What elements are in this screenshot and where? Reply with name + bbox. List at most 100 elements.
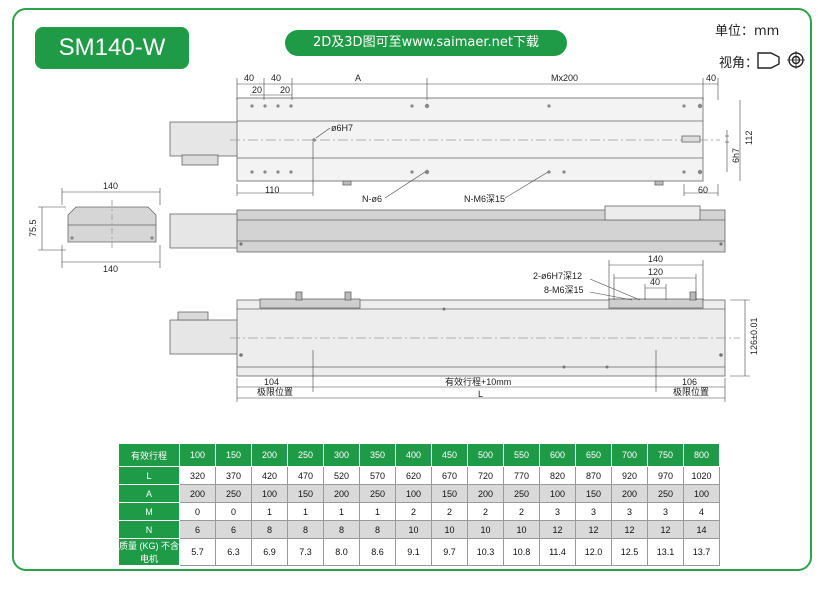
- table-cell: 12: [611, 520, 648, 539]
- table-cell: 6.3: [215, 538, 252, 566]
- table-cell: 3: [611, 502, 648, 521]
- dim-104: 104: [264, 377, 279, 387]
- dim-total-l: L: [478, 389, 483, 399]
- table-cell: 8: [251, 520, 288, 539]
- projection-symbol-icon: [757, 51, 805, 69]
- table-cell: 500: [467, 443, 504, 467]
- top-view-labels: 40 40 20 20 A Mx200 40 ø6H7 112 6h7 110 …: [244, 73, 754, 204]
- dim-slider-40: 40: [650, 277, 660, 287]
- stroke-label: 有效行程+10mm: [445, 376, 511, 387]
- table-cell: 6.9: [251, 538, 288, 566]
- table-cell: 1: [251, 502, 288, 521]
- table-cell: 920: [611, 466, 648, 485]
- table-row-header: L: [118, 466, 180, 485]
- table-cell: 350: [359, 443, 396, 467]
- table-cell: 100: [539, 484, 576, 503]
- table-cell: 200: [179, 484, 216, 503]
- table-row-header: M: [118, 502, 180, 521]
- dim-110: 110: [265, 185, 279, 195]
- table-cell: 970: [647, 466, 684, 485]
- download-banner[interactable]: 2D及3D图可至www.saimaer.net下载: [285, 30, 567, 56]
- dim-6h7: 6h7: [731, 148, 741, 163]
- table-cell: 12: [539, 520, 576, 539]
- dim-126: 126±0.01: [749, 318, 759, 355]
- page-frame: [12, 8, 812, 571]
- table-cell: 6: [179, 520, 216, 539]
- table-cell: 470: [287, 466, 324, 485]
- table-cell: 2: [503, 502, 540, 521]
- table-cell: 820: [539, 466, 576, 485]
- table-cell: 8: [359, 520, 396, 539]
- table-cell: 200: [251, 443, 288, 467]
- table-cell: 0: [179, 502, 216, 521]
- table-cell: 5.7: [179, 538, 216, 566]
- dim-112: 112: [744, 131, 754, 145]
- table-cell: 200: [467, 484, 504, 503]
- dim-20-second: 20: [280, 85, 290, 95]
- view-label-text: 视角：: [719, 56, 759, 71]
- table-cell: 320: [179, 466, 216, 485]
- table-cell: 9.1: [395, 538, 432, 566]
- table-cell: 9.7: [431, 538, 468, 566]
- table-cell: 870: [575, 466, 612, 485]
- table-cell: 150: [287, 484, 324, 503]
- table-cell: 10: [503, 520, 540, 539]
- table-cell: 250: [359, 484, 396, 503]
- table-cell: 250: [647, 484, 684, 503]
- n-thread-label: N-M6深15: [464, 194, 505, 204]
- table-cell: 12.0: [575, 538, 612, 566]
- table-cell: 400: [395, 443, 432, 467]
- table-cell: 770: [503, 466, 540, 485]
- table-cell: 100: [179, 443, 216, 467]
- table-cell: 3: [647, 502, 684, 521]
- dim-20-left: 20: [252, 85, 262, 95]
- dim-106: 106: [682, 377, 697, 387]
- front-view: [169, 205, 726, 253]
- table-cell: 8: [287, 520, 324, 539]
- table-cell: 0: [215, 502, 252, 521]
- table-cell: 8.0: [323, 538, 360, 566]
- table-cell: 6: [215, 520, 252, 539]
- dim-60: 60: [698, 185, 708, 195]
- pin-hole-label: ø6H7: [331, 123, 353, 133]
- table-cell: 10: [467, 520, 504, 539]
- table-cell: 370: [215, 466, 252, 485]
- limit-position-left: 极限位置: [257, 386, 293, 397]
- table-cell: 520: [323, 466, 360, 485]
- table-cell: 12: [575, 520, 612, 539]
- table-cell: 13.1: [647, 538, 684, 566]
- table-cell: 10: [395, 520, 432, 539]
- table-cell: 12.5: [611, 538, 648, 566]
- table-cell: 1: [323, 502, 360, 521]
- slider-pin-label: 2-ø6H7深12: [533, 271, 582, 281]
- table-cell: 10: [431, 520, 468, 539]
- slider-thread-label: 8-M6深15: [544, 285, 584, 295]
- table-cell: 2: [467, 502, 504, 521]
- limit-position-right: 极限位置: [673, 386, 709, 397]
- table-cell: 11.4: [539, 538, 576, 566]
- table-cell: 2: [431, 502, 468, 521]
- table-cell: 250: [503, 484, 540, 503]
- table-cell: 100: [683, 484, 720, 503]
- table-cell: 4: [683, 502, 720, 521]
- table-row-header: N: [118, 520, 180, 539]
- view-label: 视角：: [719, 52, 758, 71]
- table-cell: 8: [323, 520, 360, 539]
- table-cell: 10.3: [467, 538, 504, 566]
- table-cell: 200: [323, 484, 360, 503]
- table-cell: 8.6: [359, 538, 396, 566]
- dim-40-second: 40: [271, 73, 281, 83]
- table-row-header: A: [118, 484, 180, 503]
- table-cell: 750: [647, 443, 684, 467]
- table-cell: 12: [647, 520, 684, 539]
- table-cell: 600: [539, 443, 576, 467]
- table-cell: 550: [503, 443, 540, 467]
- table-cell: 150: [575, 484, 612, 503]
- table-cell: 620: [395, 466, 432, 485]
- table-cell: 300: [323, 443, 360, 467]
- table-cell: 100: [395, 484, 432, 503]
